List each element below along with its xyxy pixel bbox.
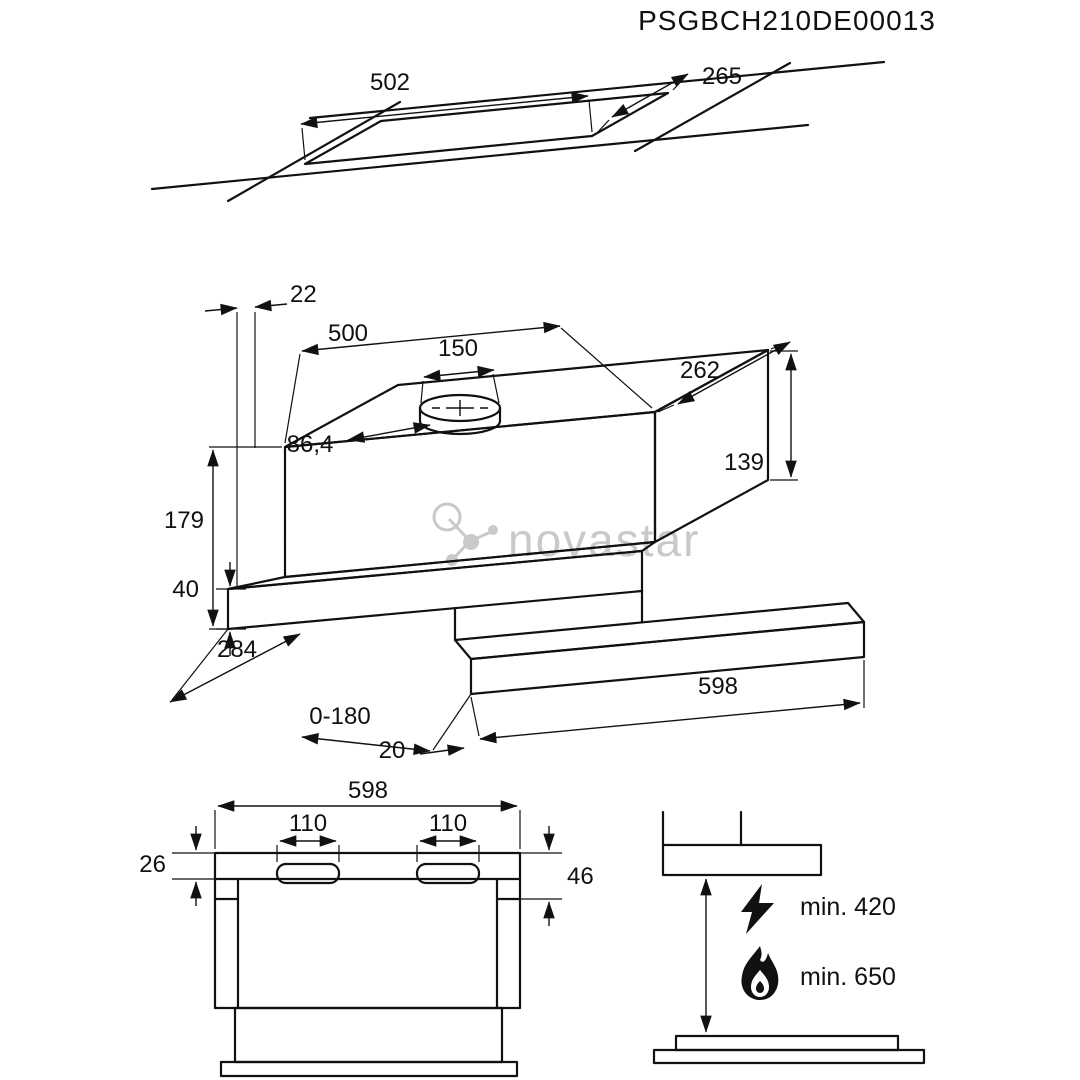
front-view: 598 110 110 26 46 bbox=[139, 777, 594, 1078]
dim-label-total-height: 179 bbox=[164, 507, 204, 534]
dim-cutout-depth: 265 bbox=[596, 63, 742, 134]
dim-total-width-iso: 598 bbox=[470, 660, 865, 744]
dim-body-width: 500 bbox=[284, 320, 653, 444]
dim-pullout-range: 0-180 bbox=[301, 693, 472, 755]
dim-label-duct-offset: 86,4 bbox=[287, 431, 334, 458]
watermark-text: novastar bbox=[508, 514, 700, 566]
dim-slot-right: 110 bbox=[416, 810, 480, 862]
dim-label-pullout-range: 0-180 bbox=[309, 703, 370, 730]
dim-front-width: 598 bbox=[214, 777, 521, 849]
dim-label-side-offset: 22 bbox=[290, 281, 317, 308]
dim-total-height: 179 bbox=[164, 446, 282, 630]
front-body bbox=[213, 851, 522, 1010]
dim-side-offset: 22 bbox=[204, 281, 317, 586]
dim-front-lip: 20 bbox=[379, 737, 465, 764]
dim-label-cutout-depth: 265 bbox=[702, 63, 742, 90]
dim-total-depth: 284 bbox=[169, 628, 301, 703]
dim-label-mount-height: 46 bbox=[567, 863, 594, 890]
visor-top-face bbox=[453, 601, 866, 661]
dim-duct-offset: 86,4 bbox=[287, 422, 431, 458]
dim-visor-height: 40 bbox=[172, 562, 246, 656]
gas-clearance-label: min. 650 bbox=[800, 963, 896, 991]
dim-label-top-height: 26 bbox=[139, 851, 166, 878]
front-lower-panel bbox=[233, 1006, 504, 1064]
dim-body-depth: 262 bbox=[657, 341, 791, 413]
cooktop bbox=[674, 1034, 900, 1052]
dim-label-front-lip: 20 bbox=[379, 737, 406, 764]
dim-label-slot-left: 110 bbox=[289, 810, 327, 837]
dim-label-front-width: 598 bbox=[348, 777, 388, 804]
mount-slot-right bbox=[415, 862, 481, 885]
dim-label-duct-diameter: 150 bbox=[438, 335, 478, 362]
dim-label-body-height: 139 bbox=[724, 449, 764, 476]
visor-front-face bbox=[469, 620, 866, 696]
dim-label-body-depth: 262 bbox=[680, 357, 720, 384]
dim-label-cutout-width: 502 bbox=[370, 69, 410, 96]
watermark-logo-icon bbox=[432, 502, 498, 566]
model-number: PSGBCH210DE00013 bbox=[638, 5, 936, 36]
dim-label-visor-height: 40 bbox=[172, 576, 199, 603]
isometric-view: 22 500 150 262 86,4 bbox=[164, 281, 866, 764]
clearance-view: min. 420 min. 650 bbox=[652, 810, 926, 1065]
cabinet-bottom bbox=[661, 843, 823, 877]
watermark: novastar bbox=[432, 502, 700, 566]
dim-label-total-depth: 284 bbox=[217, 636, 257, 663]
cutout-top-view: 502 265 bbox=[150, 60, 886, 203]
flame-icon bbox=[741, 946, 779, 1000]
dim-duct-diameter: 150 bbox=[420, 335, 500, 404]
cutout-hole bbox=[303, 91, 670, 166]
dim-label-slot-right: 110 bbox=[429, 810, 467, 837]
counter bbox=[652, 1048, 926, 1065]
dim-label-total-width-iso: 598 bbox=[698, 673, 738, 700]
dim-body-height: 139 bbox=[724, 350, 798, 481]
dim-cutout-width: 502 bbox=[300, 69, 593, 161]
mount-slot-left bbox=[275, 862, 341, 885]
lightning-icon bbox=[741, 884, 774, 934]
dim-mount-height: 46 bbox=[520, 826, 594, 926]
dim-slot-left: 110 bbox=[276, 810, 340, 862]
front-visor-lip bbox=[219, 1060, 519, 1078]
dim-label-body-width: 500 bbox=[328, 320, 368, 347]
electric-clearance-label: min. 420 bbox=[800, 893, 896, 921]
dim-top-height: 26 bbox=[139, 826, 215, 906]
